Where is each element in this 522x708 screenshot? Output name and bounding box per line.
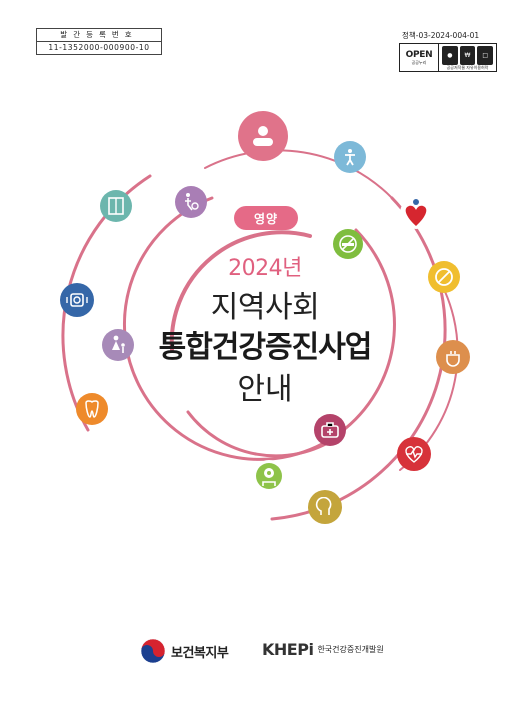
- no-smoking-icon: [333, 229, 363, 259]
- publication-number-box: 발간등록번호 11-1352000-000900-10: [36, 28, 162, 55]
- oral-health-icon: [76, 393, 108, 425]
- khepi-name: 한국건강증진개발원: [317, 645, 384, 654]
- upper-ring-arc: [204, 149, 393, 199]
- non-commercial-icon: ₩: [459, 46, 476, 65]
- middle-ring-arc: [122, 196, 396, 461]
- cover-year: 2024년: [228, 256, 302, 281]
- publication-number: 11-1352000-000900-10: [37, 41, 161, 54]
- heart-person-icon: [400, 197, 432, 229]
- medical-kit-icon: [314, 414, 346, 446]
- mohw-name: 보건복지부: [171, 645, 229, 661]
- diet-food-icon: [238, 111, 288, 161]
- khepi-logo: KHEPi 한국건강증진개발원: [262, 640, 384, 659]
- inner-ring-arc: [169, 230, 312, 352]
- taegeuk-icon: [140, 638, 166, 664]
- physical-activity-icon: [334, 141, 366, 173]
- mother-child-icon: [102, 329, 134, 361]
- heartbeat-icon: [397, 437, 431, 471]
- khepi-logo-text: KHEPi: [262, 640, 314, 659]
- title-line-3: 안내: [237, 372, 293, 407]
- mohw-logo: 보건복지부: [140, 638, 229, 664]
- open-logo: OPEN 공공누리: [400, 44, 439, 71]
- open-license-badge: OPEN 공공누리 ● ₩ □ 공공저작물 자유이용허락: [399, 43, 497, 72]
- mental-health-icon: [308, 490, 342, 524]
- elderly-care-icon: [175, 186, 207, 218]
- document-code: 정책-03-2024-004-01: [402, 31, 480, 40]
- teapot-icon: [436, 340, 470, 374]
- open-license-icons: ● ₩ □ 공공저작물 자유이용허락: [439, 44, 496, 71]
- blood-pressure-icon: [60, 283, 94, 317]
- title-line-1: 지역사회: [210, 290, 320, 325]
- no-derivatives-icon: □: [477, 46, 494, 65]
- attribution-icon: ●: [442, 46, 458, 65]
- open-logo-text: OPEN: [405, 50, 433, 60]
- no-drinking-icon: [428, 261, 460, 293]
- topic-badge: 영양: [234, 206, 298, 230]
- elevator-icon: [100, 190, 132, 222]
- inner-ring-arc-lower: [186, 410, 338, 458]
- open-logo-sub: 공공누리: [411, 60, 427, 65]
- open-license-text: 공공저작물 자유이용허락: [446, 65, 489, 70]
- title-line-2: 통합건강증진사업: [158, 330, 373, 365]
- publication-number-label: 발간등록번호: [60, 30, 138, 39]
- brain-gear-icon: [253, 460, 285, 492]
